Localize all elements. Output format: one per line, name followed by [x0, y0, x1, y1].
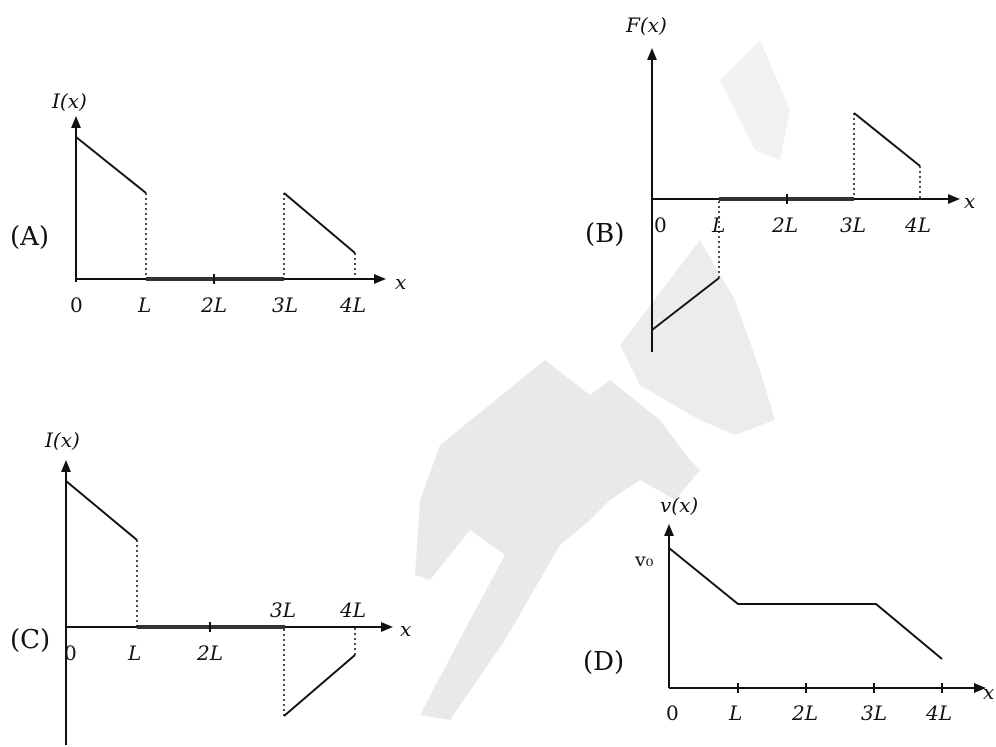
graph-a-tick-label-l: L — [137, 293, 151, 317]
graph-c-line-2 — [283, 654, 356, 717]
graph-a-tick-label-2l: 2L — [200, 293, 227, 317]
graph-b-x-axis-label: x — [964, 189, 975, 213]
graph-b-tick-label-0: 0 — [654, 213, 667, 237]
graph-d-tick-label-2l: 2L — [791, 701, 818, 725]
graph-c-tick-label-l: L — [127, 641, 141, 665]
option-a-label: (A) — [10, 222, 49, 252]
graph-b-tick-label-2l: 2L — [771, 213, 798, 237]
graph-a-tick-label-4l: 4L — [339, 293, 366, 317]
option-b-label: (B) — [585, 219, 624, 249]
graph-a-x-axis-label: x — [395, 270, 406, 294]
graph-b-line-2 — [853, 112, 921, 167]
graph-c-tick-label-3l: 3L — [270, 598, 296, 622]
graph-d-velocity-curve — [668, 547, 943, 660]
option-c-label: (C) — [10, 625, 50, 655]
graph-d-x-arrow-icon — [974, 683, 986, 693]
graph-c-tick-label-4l: 4L — [339, 598, 366, 622]
graph-a-x-arrow-icon — [374, 274, 386, 284]
graph-b-tick-label-l: L — [711, 213, 725, 237]
graph-a-line-1 — [75, 136, 147, 194]
graph-c-x-arrow-icon — [381, 622, 393, 632]
graph-b-tick-label-4l: 4L — [904, 213, 931, 237]
graph-c-y-axis-label: I(x) — [44, 428, 80, 452]
graph-b-tick-label-3l: 3L — [840, 213, 866, 237]
graph-a-tick-label-3l: 3L — [272, 293, 298, 317]
graph-b-x-arrow-icon — [948, 194, 960, 204]
graph-d-tick-label-4l: 4L — [925, 701, 952, 725]
graph-c-y-arrow-icon — [61, 460, 71, 472]
graph-b-y-arrow-icon — [647, 48, 657, 60]
graph-d-tick-label-l: L — [728, 701, 742, 725]
graph-d-x-axis-label: x — [983, 680, 994, 704]
graph-c-line-1 — [65, 480, 138, 541]
graph-b-y-axis-label: F(x) — [625, 13, 667, 37]
graph-a-line-2 — [283, 192, 356, 254]
graph-a: (A) I(x) x 0 L 2L 3L 4L — [10, 89, 406, 317]
graph-d-y-arrow-icon — [664, 524, 674, 536]
graph-d-tick-label-0: 0 — [666, 701, 679, 725]
graph-a-tick-label-0: 0 — [70, 293, 83, 317]
graph-d-v0-label: v₀ — [634, 549, 654, 571]
graph-c-tick-label-0: 0 — [64, 641, 77, 665]
graph-c-x-axis-label: x — [400, 617, 411, 641]
graph-a-y-axis-label: I(x) — [51, 89, 87, 113]
graph-c-tick-label-2l: 2L — [196, 641, 223, 665]
graph-d: (D) v(x) v₀ x 0 L 2L 3L 4L — [583, 493, 994, 725]
watermark — [415, 40, 790, 720]
graph-c: (C) I(x) x 0 L 2L 3L 4L — [10, 428, 411, 745]
option-d-label: (D) — [583, 647, 624, 677]
graph-d-tick-label-3l: 3L — [861, 701, 887, 725]
graph-d-y-axis-label: v(x) — [660, 493, 698, 517]
graph-b: (B) F(x) x 0 L 2L 3L 4L — [585, 13, 975, 352]
graph-a-y-arrow-icon — [71, 116, 81, 128]
graph-b-line-1 — [651, 277, 720, 331]
